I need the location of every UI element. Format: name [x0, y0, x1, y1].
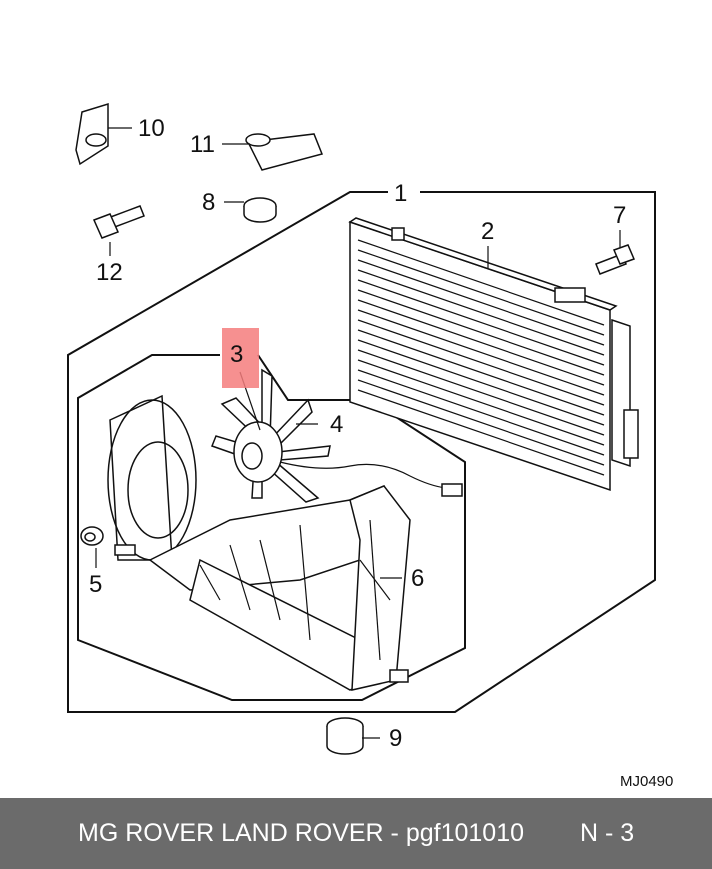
fan-cowl-outline	[77, 354, 466, 701]
grommet-part-8	[243, 197, 277, 223]
condenser-part	[348, 217, 639, 492]
callout-12: 12	[96, 259, 123, 286]
callout-8: 8	[202, 189, 215, 216]
assembly-outline	[67, 191, 656, 713]
drawing-code: MJ0490	[620, 773, 673, 790]
callout-9: 9	[389, 725, 402, 752]
callout-3: 3	[230, 341, 243, 368]
callout-4: 4	[330, 411, 343, 438]
callout-3-highlight	[222, 328, 259, 388]
parts-diagram: 1 2 3 4 5 6 7 8 9 10 11 12 MJ0490	[67, 102, 673, 790]
callout-6: 6	[411, 565, 424, 592]
footer-part-number: MG ROVER LAND ROVER - pgf101010	[78, 819, 524, 847]
fan-part	[211, 368, 463, 503]
bolt-part-7	[595, 244, 636, 275]
callout-7: 7	[613, 202, 626, 229]
bracket-part-10	[75, 102, 109, 166]
callout-2: 2	[481, 218, 494, 245]
footer-reference: N - 3	[580, 819, 635, 847]
grommet-part-9	[326, 717, 364, 755]
bolt-part-12	[92, 205, 145, 239]
callout-11: 11	[190, 131, 215, 158]
callout-10: 10	[138, 115, 165, 142]
grommet-part-5	[80, 526, 104, 546]
callout-1: 1	[394, 180, 407, 207]
shroud-frame-part	[107, 394, 411, 691]
footer-bar: MG ROVER LAND ROVER - pgf101010 N - 3	[0, 798, 712, 869]
callout-5: 5	[89, 571, 102, 598]
bracket-part-11	[245, 133, 324, 171]
